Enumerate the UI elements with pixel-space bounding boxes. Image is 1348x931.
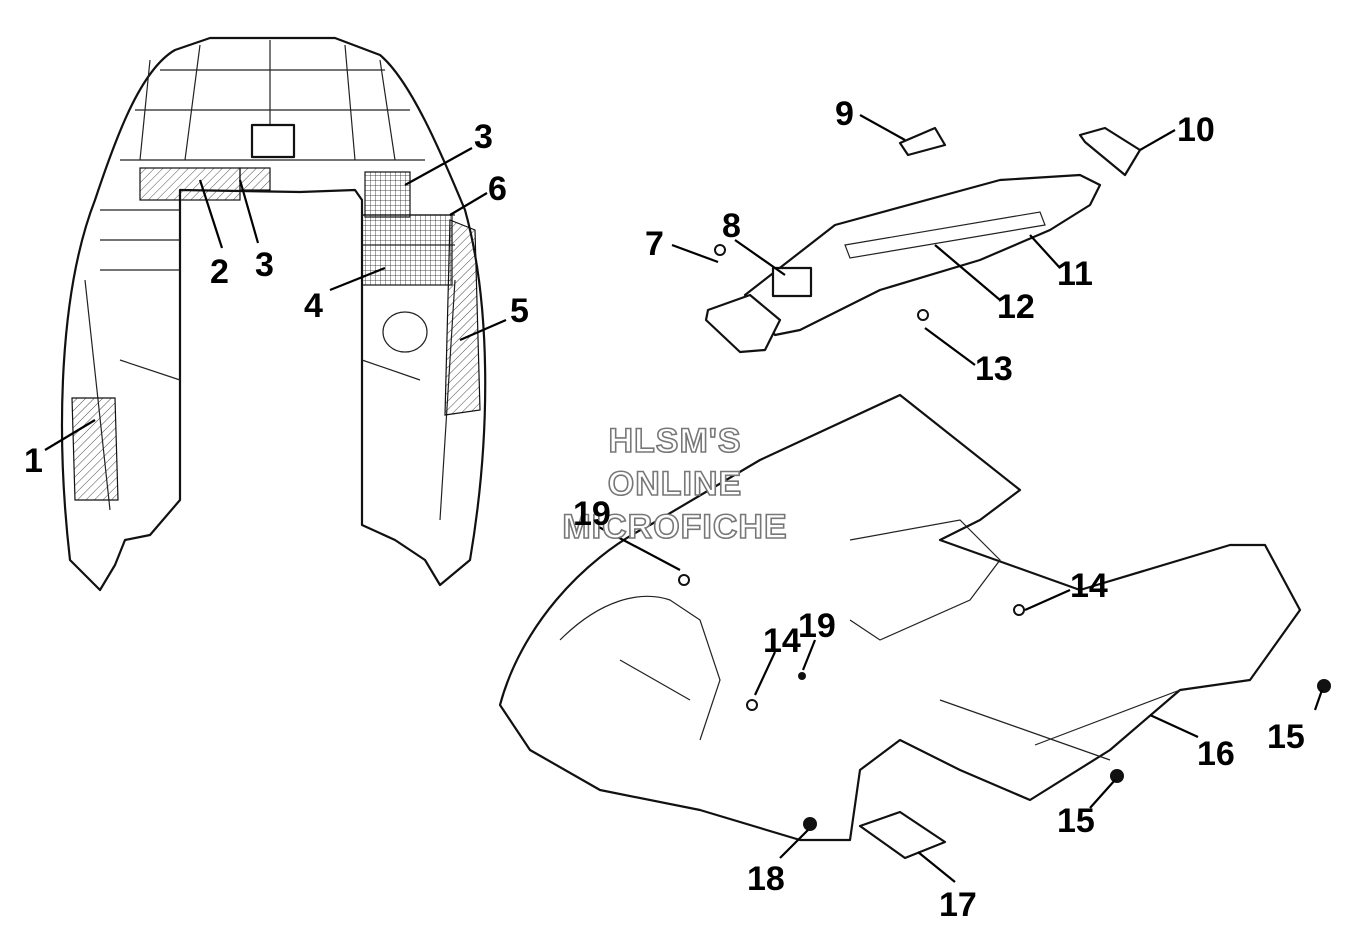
seat-base-assembly: [704, 126, 1142, 354]
hood-assembly: [60, 36, 487, 592]
callout-7: 7: [645, 225, 664, 263]
callout-11: 11: [1057, 255, 1093, 293]
callout-10: 10: [1177, 111, 1215, 149]
callout-17: 17: [939, 886, 977, 924]
callout-4: 4: [304, 287, 323, 325]
leader-lines: [44, 114, 1324, 883]
callout-14-right: 14: [1070, 567, 1108, 605]
callout-6: 6: [488, 170, 507, 208]
watermark-line-3: MICROFICHE: [562, 508, 787, 546]
callout-3-lower: 3: [255, 246, 274, 284]
callout-19-right: 19: [798, 607, 836, 645]
callout-18: 18: [747, 860, 785, 898]
callout-3-upper: 3: [474, 118, 493, 156]
callout-13: 13: [975, 350, 1013, 388]
callout-14-left: 14: [763, 622, 801, 660]
callout-19-left: 19: [573, 495, 611, 533]
callout-1: 1: [24, 442, 43, 480]
callout-8: 8: [722, 207, 741, 245]
belly-pan-assembly: [498, 393, 1331, 860]
watermark-line-2: ONLINE: [608, 465, 742, 503]
watermark-line-1: HLSM'S: [608, 422, 741, 460]
callout-2: 2: [210, 253, 229, 291]
callout-15-lower: 15: [1057, 802, 1095, 840]
watermark: HLSM'S ONLINE MICROFICHE: [562, 421, 788, 547]
callout-9: 9: [835, 95, 854, 133]
callout-numbers: 1 2 3 3 4 5 6 7 8 9 10 11 12 13 14 14 15…: [24, 95, 1305, 924]
callout-12: 12: [997, 288, 1035, 326]
callout-15-right: 15: [1267, 718, 1305, 756]
callout-16: 16: [1197, 735, 1235, 773]
callout-5: 5: [510, 292, 529, 330]
